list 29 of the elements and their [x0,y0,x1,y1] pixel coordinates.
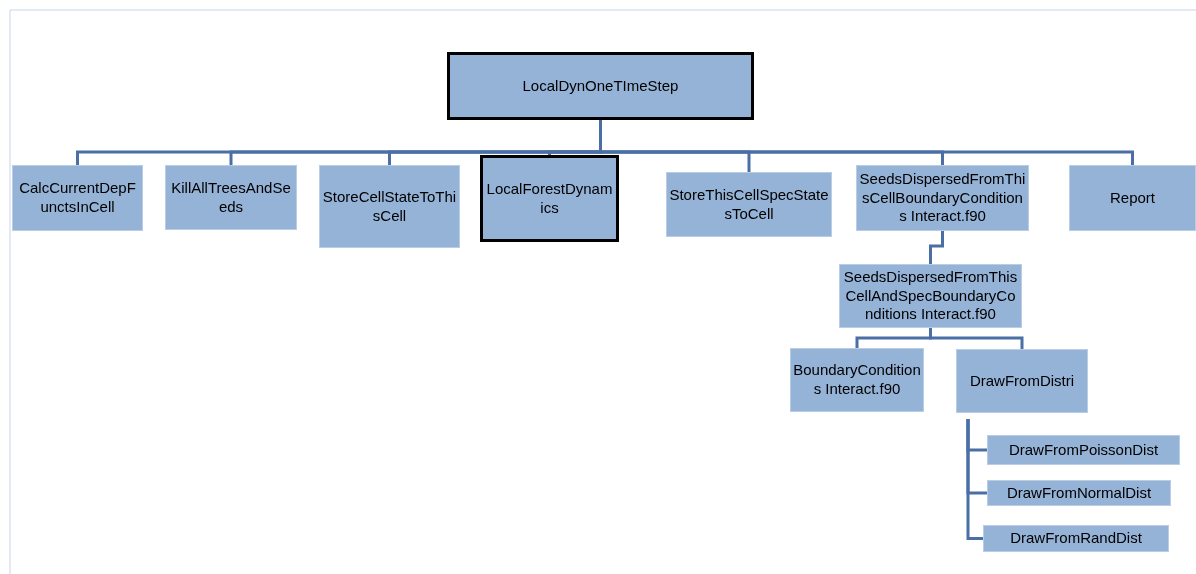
process-box [447,52,754,120]
process-box [666,172,832,237]
box-label: BoundaryConditions Interact.f90 [793,361,921,399]
connector [929,328,1024,349]
box-label: LocalForestDynamics [485,179,614,218]
box-label: Report [1110,188,1155,208]
connector [966,419,983,540]
process-box [165,165,297,230]
process-box [12,165,143,231]
box-label: DrawFromRandDist [1010,529,1142,548]
box-label: CalcCurrentDepFunctsInCell [18,179,137,217]
process-box [790,348,924,412]
box-label: LocalDynOneTImeStep [522,76,679,96]
process-box [987,435,1180,465]
box-label: DrawFromNormalDist [1006,483,1152,503]
process-box [983,525,1169,552]
box-label: DrawFromDistri [969,371,1075,391]
box-label: SeedsDispersedFromThisCellAndSpecBoundaryConditions Interact.f90 [842,267,1019,325]
box-label: StoreThisCellSpecStatesToCell [669,185,829,224]
process-box [987,480,1171,506]
process-box [956,349,1088,413]
process-box [1069,165,1196,231]
box-label: KillAllTreesAndSeeds [170,178,292,217]
box-label: DrawFromPoissonDist [1008,440,1159,460]
process-box [319,165,460,248]
connector [929,231,944,264]
box-label: StoreCellStateToThisCell [322,187,457,226]
box-label: SeedsDispersedFromThisCellBoundaryConditions Interact.f90 [859,169,1026,227]
process-box [480,155,619,242]
